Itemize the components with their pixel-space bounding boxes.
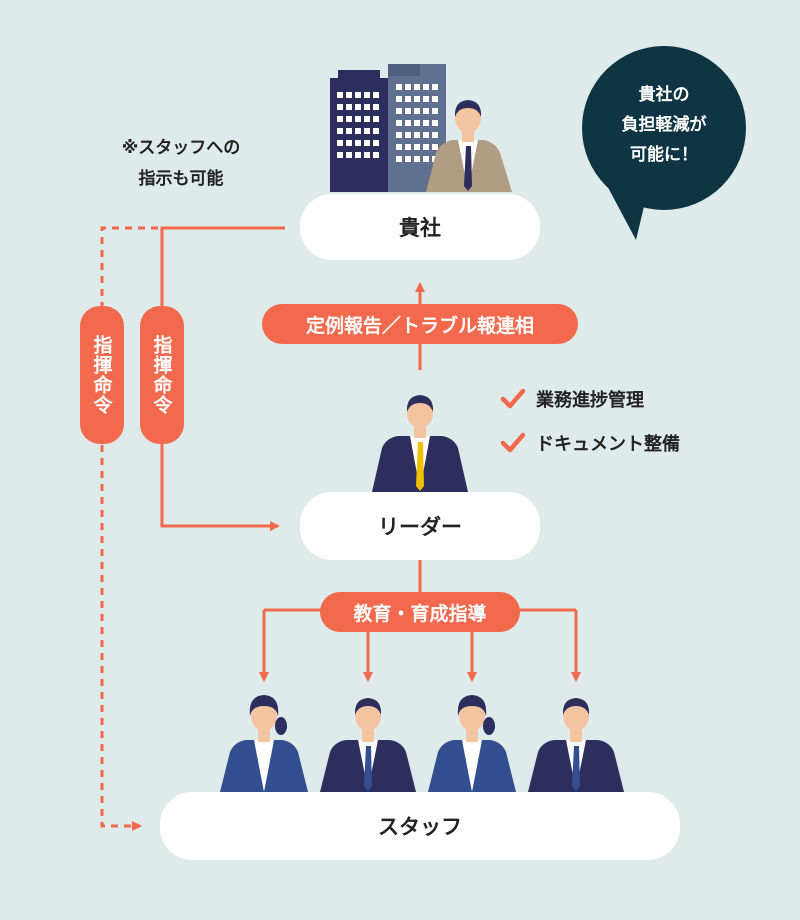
- staff-label: スタッフ: [378, 815, 462, 839]
- bubble-line: 貴社の: [638, 85, 690, 105]
- speech-bubble: [582, 46, 746, 240]
- leader-person-icon: [372, 395, 468, 492]
- staff-instruction-note: ※スタッフへの 指示も可能: [96, 133, 266, 195]
- report-label: 定例報告／トラブル報連相: [305, 314, 534, 337]
- education-label: 教育・育成指導: [353, 602, 487, 625]
- command-line-staff: [100, 226, 158, 831]
- building-icon: [330, 64, 446, 192]
- company-node: 貴社: [300, 194, 540, 260]
- note-line: 指示も可能: [138, 169, 224, 189]
- command-tag-left: 指揮命令: [80, 306, 124, 444]
- command-label: 指揮命令: [90, 335, 113, 415]
- bubble-line: 可能に！: [630, 145, 698, 165]
- leader-task-label: ドキュメント整備: [536, 434, 680, 455]
- leader-label: リーダー: [378, 515, 462, 539]
- leader-task-item: 業務進捗管理: [500, 386, 644, 412]
- check-icon: [500, 388, 526, 409]
- check-icon: [500, 432, 526, 453]
- staff-person-icon: [220, 695, 308, 792]
- staff-node: スタッフ: [160, 792, 680, 860]
- bubble-line: 負担軽減が: [621, 115, 707, 135]
- report-tag: 定例報告／トラブル報連相: [262, 304, 578, 344]
- company-label: 貴社: [399, 216, 441, 240]
- leader-node: リーダー: [300, 492, 540, 560]
- staff-person-icon: [528, 698, 624, 792]
- staff-person-icon: [320, 698, 416, 792]
- leader-task-label: 業務進捗管理: [536, 390, 644, 411]
- company-person-icon: [426, 100, 512, 192]
- note-line: ※スタッフへの: [121, 138, 241, 158]
- staff-person-icon: [428, 695, 516, 792]
- leader-task-item: ドキュメント整備: [500, 430, 680, 456]
- command-label: 指揮命令: [150, 335, 173, 415]
- education-tag: 教育・育成指導: [320, 592, 520, 632]
- command-tag-right: 指揮命令: [140, 306, 184, 444]
- bubble-text: 貴社の 負担軽減が 可能に！: [604, 80, 724, 170]
